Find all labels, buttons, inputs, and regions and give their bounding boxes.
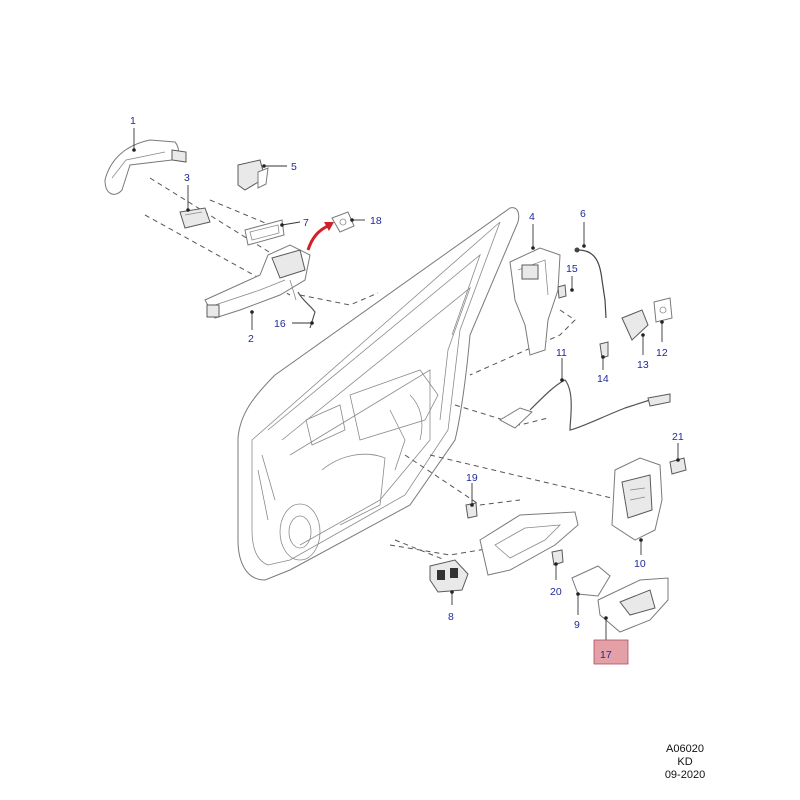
drawing-stamp: A06020 KD 09-2020 — [665, 743, 705, 781]
part-cable-end — [574, 247, 580, 253]
part-window-switch — [429, 559, 469, 593]
transfer-arrow-head — [324, 222, 334, 231]
part-rod — [297, 291, 316, 329]
part-door-lock — [611, 457, 663, 541]
callout-21[interactable]: 21 — [672, 431, 684, 443]
callout-13[interactable]: 13 — [637, 359, 649, 371]
part-gasket — [244, 219, 285, 246]
callout-3[interactable]: 3 — [184, 172, 190, 184]
part-handle-cover — [571, 565, 611, 597]
part-handle-carrier — [204, 244, 311, 319]
highlight-box — [593, 639, 629, 665]
part-release-cable — [577, 249, 607, 319]
stamp-date: 09-2020 — [665, 769, 705, 781]
part-bolts — [557, 284, 609, 359]
callout-14[interactable]: 14 — [597, 373, 609, 385]
part-cap — [237, 159, 269, 191]
callout-6[interactable]: 6 — [580, 208, 586, 220]
part-trim-bezel — [597, 577, 669, 633]
callout-4[interactable]: 4 — [529, 211, 535, 223]
callout-18[interactable]: 18 — [370, 215, 382, 227]
stamp-region: KD — [677, 756, 692, 768]
stamp-code: A06020 — [666, 743, 704, 755]
callout-8[interactable]: 8 — [448, 611, 454, 623]
part-cylinder-cover — [179, 207, 211, 229]
part-exterior-handle — [104, 139, 187, 195]
callout-2[interactable]: 2 — [248, 333, 254, 345]
callout-5[interactable]: 5 — [291, 161, 297, 173]
part-cable-assembly — [498, 379, 671, 431]
part-clip — [331, 211, 355, 233]
callout-7[interactable]: 7 — [303, 217, 309, 229]
callout-9[interactable]: 9 — [574, 619, 580, 631]
callout-15[interactable]: 15 — [566, 263, 578, 275]
callout-20[interactable]: 20 — [550, 586, 562, 598]
callout-12[interactable]: 12 — [656, 347, 668, 359]
part-latch-bracket — [509, 247, 561, 356]
callout-16[interactable]: 16 — [274, 318, 286, 330]
callout-17[interactable]: 17 — [600, 649, 612, 661]
part-striker — [621, 297, 673, 341]
door-shell — [237, 207, 520, 581]
callout-11[interactable]: 11 — [556, 347, 567, 359]
callout-labels: 1 2 3 4 5 6 7 8 9 10 11 12 13 14 15 16 1… — [130, 115, 684, 661]
callout-19[interactable]: 19 — [466, 472, 478, 484]
transfer-arrow — [306, 223, 331, 251]
callout-1[interactable]: 1 — [130, 115, 136, 127]
part-inner-handle — [479, 511, 579, 576]
callout-leaders — [132, 128, 680, 640]
callout-10[interactable]: 10 — [634, 558, 646, 570]
